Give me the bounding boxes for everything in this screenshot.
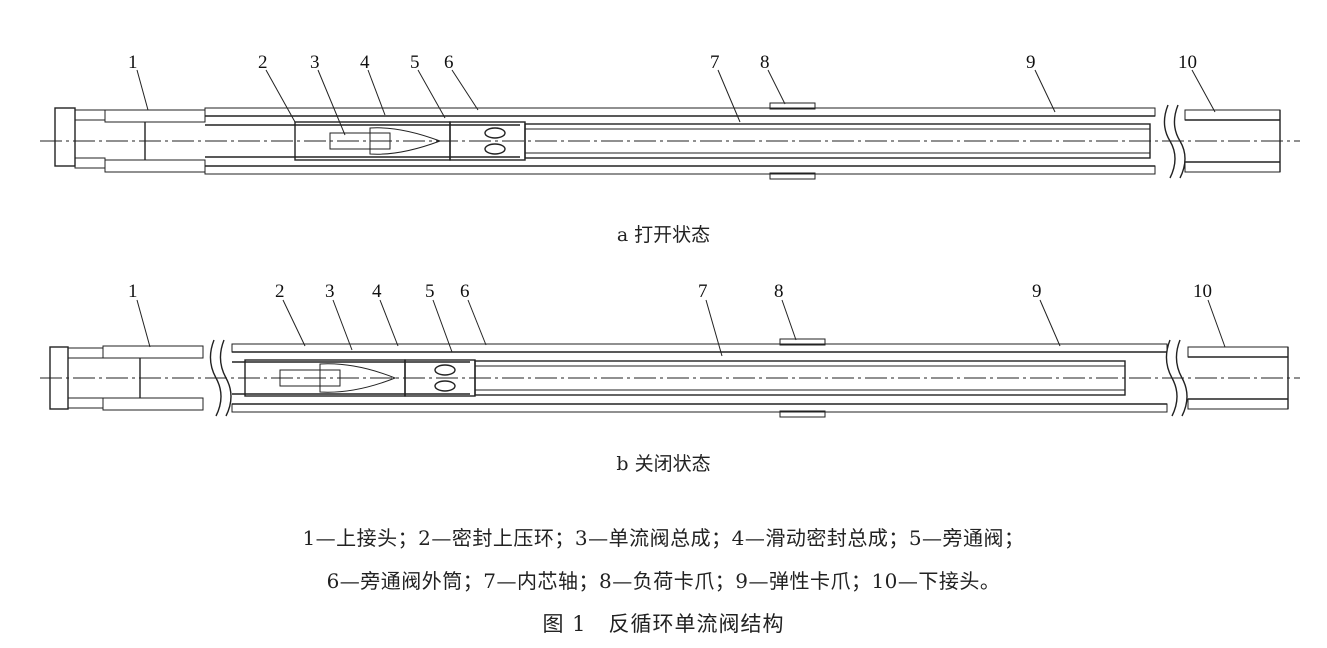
leader-lines-b [136, 299, 1226, 357]
part-number-9: 9 [1032, 281, 1042, 302]
part-number-4: 4 [360, 52, 370, 73]
figure-title: 图 1 反循环单流阀结构 [542, 612, 785, 636]
part-number-9: 9 [1026, 52, 1036, 73]
part-number-5: 5 [425, 281, 435, 302]
top-connector-b [49, 345, 204, 411]
caption-closed-state: b 关闭状态 [616, 453, 711, 475]
part-number-4: 4 [372, 281, 382, 302]
part-number-1: 1 [128, 52, 138, 73]
part-number-1: 1 [128, 281, 138, 302]
part-number-10: 10 [1178, 52, 1197, 73]
part-number-6: 6 [444, 52, 454, 73]
bottom-connector-b [1187, 346, 1289, 410]
load-claw-b [779, 338, 826, 418]
caption-open-state: a 打开状态 [616, 224, 711, 246]
top-connector-a [54, 107, 206, 173]
outer-tube-a [204, 107, 1156, 175]
valve-structure-figure: 1 2 3 4 5 6 7 8 9 10 [40, 52, 1300, 418]
bottom-connector-a [1184, 109, 1281, 173]
part-number-2: 2 [275, 281, 285, 302]
part-number-3: 3 [325, 281, 335, 302]
diagram-a: 1 2 3 4 5 6 7 8 9 10 [40, 52, 1300, 180]
diagram-b: 1 2 3 4 5 6 7 8 9 10 [40, 281, 1300, 418]
part-number-8: 8 [774, 281, 784, 302]
break-mark-b-right [1165, 339, 1188, 417]
legend-line-2: 6—旁通阀外筒；7—内芯轴；8—负荷卡爪；9—弹性卡爪；10—下接头。 [326, 569, 1001, 593]
legend-line-1: 1—上接头；2—密封上压环；3—单流阀总成；4—滑动密封总成；5—旁通阀； [302, 526, 1025, 550]
part-labels-a: 1 2 3 4 5 6 7 8 9 10 [128, 52, 1197, 73]
part-number-10: 10 [1193, 281, 1212, 302]
part-number-2: 2 [258, 52, 268, 73]
break-mark-b-left [209, 339, 232, 417]
part-number-7: 7 [710, 52, 720, 73]
part-number-6: 6 [460, 281, 470, 302]
part-number-5: 5 [410, 52, 420, 73]
part-number-3: 3 [310, 52, 320, 73]
load-claw-a [769, 102, 816, 180]
inner-mandrel-b [474, 360, 1126, 396]
part-labels-b: 1 2 3 4 5 6 7 8 9 10 [128, 281, 1212, 302]
part-number-7: 7 [698, 281, 708, 302]
inner-mandrel-a [524, 123, 1151, 159]
break-mark-a [1163, 104, 1186, 179]
part-number-8: 8 [760, 52, 770, 73]
leader-lines-a [136, 69, 1216, 136]
